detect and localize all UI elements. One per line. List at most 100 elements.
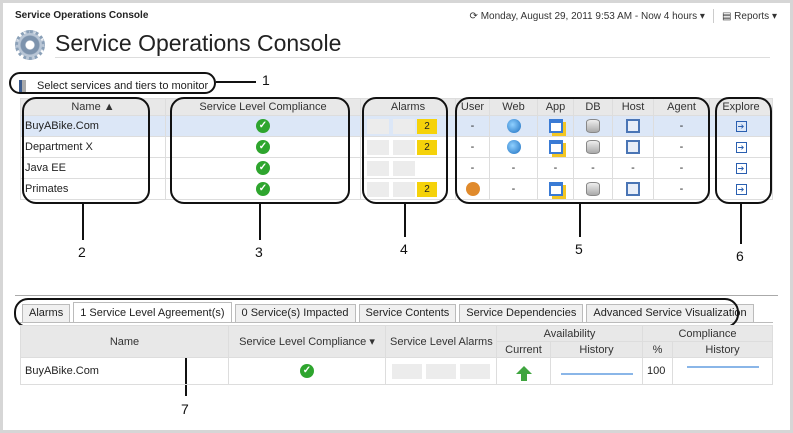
gear-icon — [15, 30, 45, 60]
alarm-box — [393, 118, 415, 134]
dash: - — [470, 141, 475, 153]
header-toolbar: ⟳ Monday, August 29, 2011 9:53 AM - Now … — [470, 9, 777, 23]
table-row[interactable]: BuyABike.Com ✓ 2 -- ➔ — [20, 115, 773, 137]
callout-number-5: 5 — [575, 241, 583, 257]
table-row[interactable]: Java EE ✓ ------ ➔ — [20, 157, 773, 179]
slc-cell: ✓ — [228, 357, 386, 385]
callout-number-1: 1 — [262, 72, 270, 88]
compliance-percent: 100 — [642, 357, 673, 385]
callout-number-7: 7 — [181, 401, 189, 417]
host-tier-cell — [612, 115, 654, 137]
tab-strip-line — [20, 322, 773, 323]
warning-alarm-count[interactable]: 2 — [417, 139, 437, 155]
current-cell — [496, 357, 551, 385]
table-row[interactable]: Department X ✓ 2 -- ➔ — [20, 136, 773, 158]
column-header-sla[interactable]: Service Level Alarms — [385, 325, 497, 358]
app-tier-cell — [537, 136, 574, 158]
callout-ellipse-1 — [9, 72, 216, 94]
explore-icon[interactable]: ➔ — [735, 162, 747, 174]
column-header-compliance-history[interactable]: History — [672, 341, 773, 358]
callout-line-3 — [259, 204, 261, 240]
dash: - — [679, 162, 684, 174]
sla-name[interactable]: BuyABike.Com — [20, 357, 229, 385]
database-icon[interactable] — [586, 119, 600, 133]
web-tier-cell — [489, 136, 538, 158]
callout-ellipse-6 — [715, 97, 772, 204]
callout-number-2: 2 — [78, 244, 86, 260]
tab-advanced-service-visualization[interactable]: Advanced Service Visualization — [586, 304, 754, 323]
callout-line-2 — [82, 204, 84, 240]
user-icon[interactable] — [465, 182, 480, 196]
app-server-icon[interactable] — [548, 140, 563, 154]
database-icon[interactable] — [586, 182, 600, 196]
web-globe-icon[interactable] — [506, 119, 521, 133]
dash: - — [679, 183, 684, 195]
section-divider — [15, 295, 778, 296]
time-range-selector[interactable]: ⟳ Monday, August 29, 2011 9:53 AM - Now … — [469, 10, 705, 22]
host-icon[interactable] — [626, 140, 640, 154]
availability-history — [550, 357, 643, 385]
clock-icon: ⟳ — [469, 10, 478, 22]
dash: - — [679, 141, 684, 153]
column-header-current[interactable]: Current — [496, 341, 551, 358]
column-header-name[interactable]: Name — [20, 325, 229, 358]
alarms-cell: 2 — [360, 178, 456, 200]
select-services-icon — [19, 80, 26, 92]
callout-line-5 — [579, 204, 581, 237]
reports-menu[interactable]: ▤ Reports ▾ — [721, 10, 777, 22]
callout-number-6: 6 — [736, 248, 744, 264]
slc-cell: ✓ — [165, 178, 361, 200]
alarm-box — [392, 363, 422, 379]
web-globe-icon[interactable] — [506, 140, 521, 154]
column-group-availability: Availability — [496, 325, 643, 342]
callout-ellipse-7 — [14, 298, 739, 328]
callout-ellipse-4 — [362, 97, 448, 204]
service-name[interactable]: BuyABike.Com — [20, 115, 166, 137]
dash: - — [631, 162, 635, 174]
callout-line-1 — [216, 81, 256, 83]
database-icon[interactable] — [586, 140, 600, 154]
sla-table: Name Service Level Compliance ▾ Service … — [20, 325, 773, 385]
dash: - — [591, 162, 595, 174]
time-range-label: Monday, August 29, 2011 9:53 AM - Now 4 … — [480, 10, 698, 22]
dash: - — [553, 162, 558, 174]
column-header-slc[interactable]: Service Level Compliance — [165, 98, 361, 116]
dash: - — [511, 162, 516, 174]
explore-icon[interactable]: ➔ — [735, 141, 747, 153]
warning-alarm-count[interactable]: 2 — [417, 118, 437, 134]
alarm-box — [393, 181, 415, 197]
tab-1-service-level-agreement-s[interactable]: 1 Service Level Agreement(s) — [73, 302, 232, 323]
column-header-percent[interactable]: % — [642, 341, 673, 358]
column-group-compliance: Compliance — [642, 325, 773, 342]
alarm-box — [393, 160, 415, 176]
compliance-history — [672, 357, 773, 385]
check-icon: ✓ — [256, 161, 270, 175]
host-icon[interactable] — [626, 119, 640, 133]
tab-service-dependencies[interactable]: Service Dependencies — [459, 304, 584, 323]
table-row[interactable]: BuyABike.Com ✓ 100 — [20, 357, 773, 385]
explore-icon[interactable]: ➔ — [735, 183, 747, 195]
page-title: Service Operations Console — [55, 30, 342, 56]
explore-icon[interactable]: ➔ — [735, 120, 747, 132]
app-server-icon[interactable] — [548, 119, 563, 133]
column-header-name[interactable]: Name ▲ — [20, 98, 166, 116]
column-header-web[interactable]: Web — [489, 98, 538, 116]
app-server-icon[interactable] — [548, 182, 563, 196]
warning-alarm-count[interactable]: 2 — [417, 181, 437, 197]
tab-0-service-s-impacted[interactable]: 0 Service(s) Impacted — [234, 304, 356, 323]
sla-alarms-cell — [385, 357, 497, 385]
column-header-slc[interactable]: Service Level Compliance ▾ — [228, 325, 386, 358]
check-icon: ✓ — [256, 119, 270, 133]
callout-line-6 — [740, 204, 742, 244]
callout-ellipse-5 — [455, 97, 710, 204]
host-icon[interactable] — [626, 182, 640, 196]
column-header-availability-history[interactable]: History — [550, 341, 643, 358]
column-header-app[interactable]: App — [537, 98, 574, 116]
column-header-agent[interactable]: Agent — [653, 98, 710, 116]
check-icon: ✓ — [256, 140, 270, 154]
column-header-alarms[interactable]: Alarms — [360, 98, 456, 116]
select-services-link[interactable]: Select services and tiers to monitor — [37, 80, 209, 92]
arrow-up-icon — [515, 366, 532, 381]
dash: - — [470, 120, 475, 132]
